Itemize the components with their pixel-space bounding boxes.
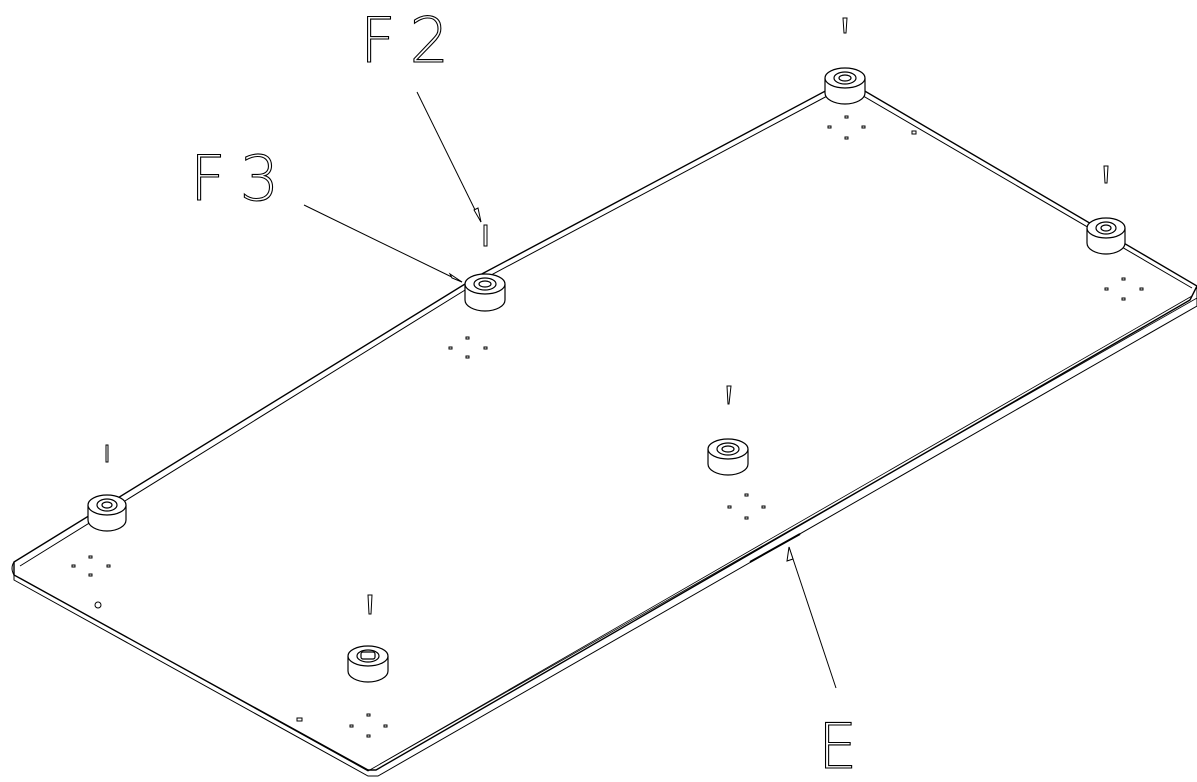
leaders: [303, 91, 837, 689]
leader-f2: [416, 91, 482, 223]
screws: [105, 17, 1109, 615]
spacer-6: [347, 645, 389, 683]
spacer-2: [464, 273, 506, 312]
plate-lip-line: [379, 295, 1193, 765]
screw-1: [105, 444, 109, 463]
screw-6: [367, 594, 373, 615]
spacer-4: [1086, 217, 1126, 255]
callout-e: E: [818, 710, 871, 782]
hole-patterns: [71, 115, 1144, 738]
base-plate: [11, 79, 1197, 777]
plate-corner-left: [11, 561, 15, 576]
plate-front-edge: [13, 305, 1197, 777]
hole-pattern-4: [1104, 277, 1144, 301]
hole-pattern-6: [296, 713, 388, 738]
callout-f3: F3: [190, 142, 293, 215]
leader-f3: [303, 204, 463, 283]
screw-3: [842, 17, 848, 34]
callout-f2: F2: [360, 4, 463, 77]
leader-e-arrow: [786, 546, 794, 562]
spacer-3: [824, 67, 866, 105]
hole-pattern-1: [71, 555, 111, 609]
leader-f3-arrow: [448, 272, 463, 283]
plate-front-edge-inner: [19, 297, 1197, 772]
hole-pattern-3: [827, 115, 917, 140]
hole-pattern-5: [727, 493, 766, 520]
screw-2: [483, 224, 488, 247]
leader-f2-arrow: [473, 207, 482, 223]
plate-back-edge: [19, 85, 1193, 567]
leader-e: [788, 546, 837, 689]
spacer-1: [87, 494, 127, 532]
spacer-5: [707, 438, 749, 476]
plate-lip-line-2: [749, 533, 801, 563]
screw-5: [726, 385, 732, 405]
hole-pattern-2: [448, 336, 488, 359]
screw-4: [1103, 165, 1109, 184]
